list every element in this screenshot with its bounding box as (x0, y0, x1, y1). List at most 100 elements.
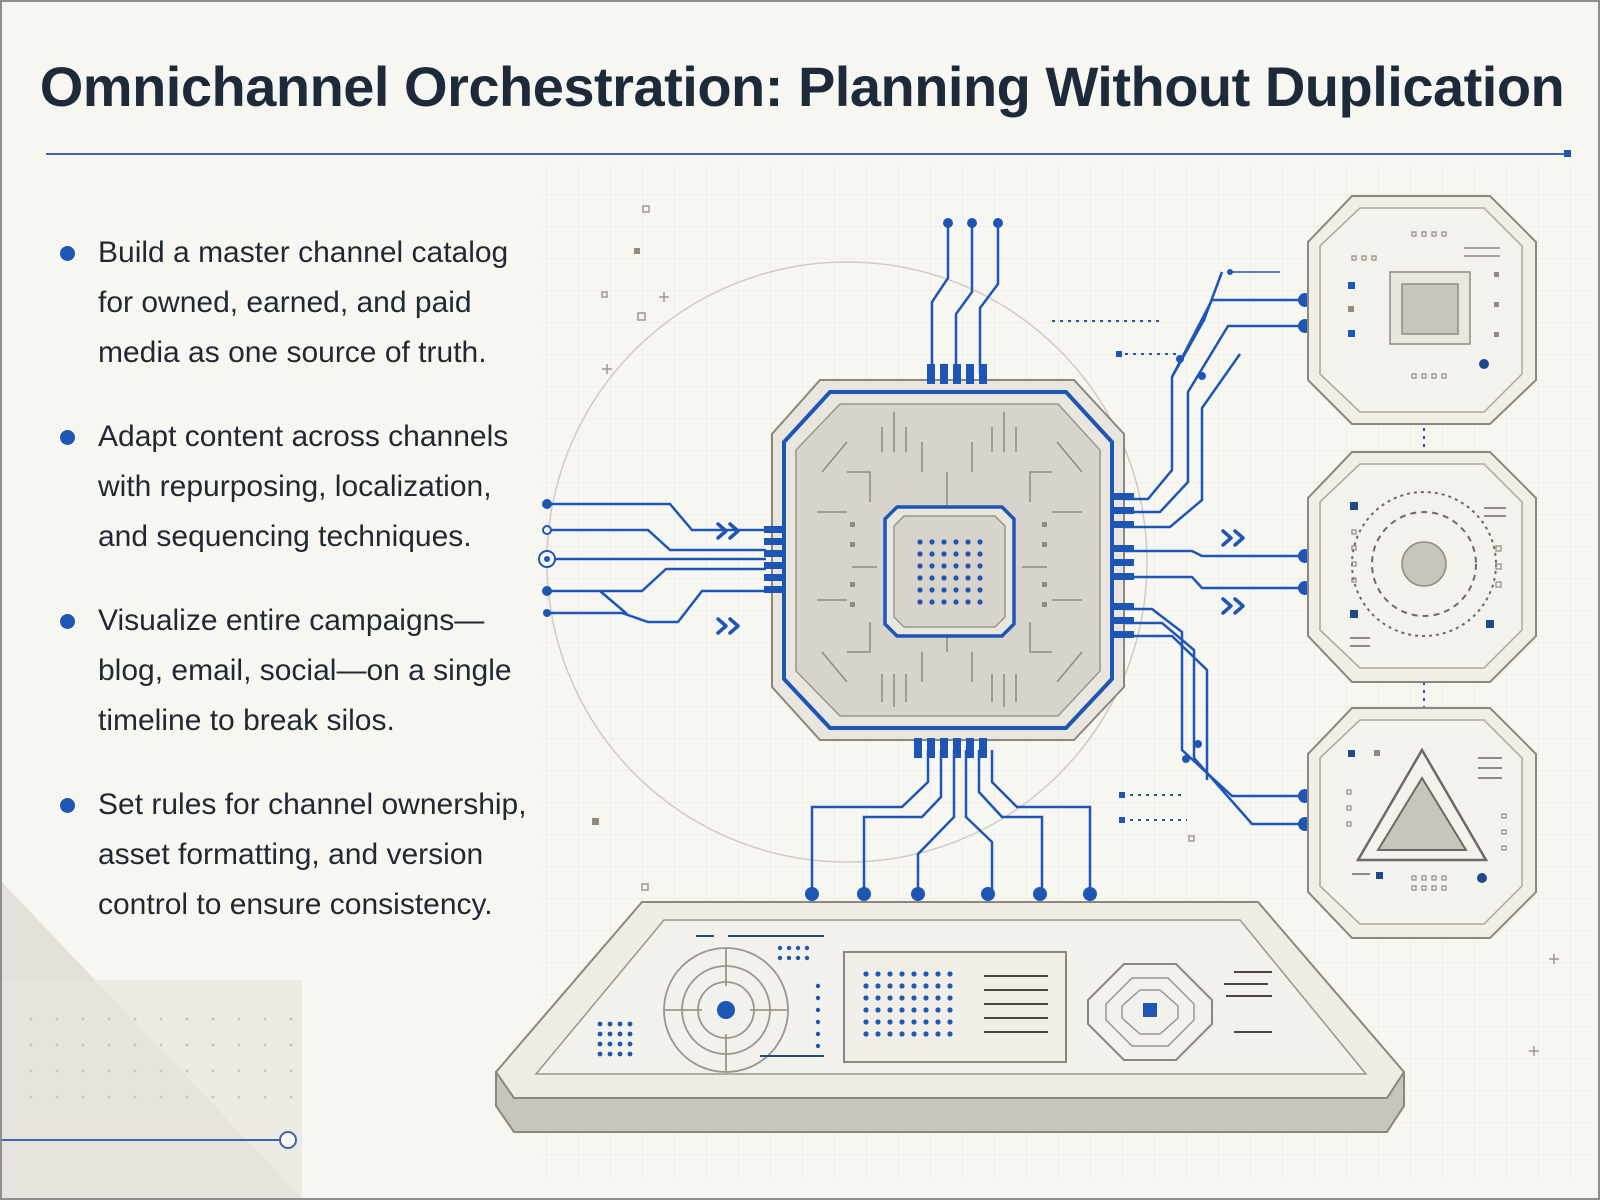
decor-dot (617, 1021, 623, 1027)
decor-dot (911, 971, 917, 977)
chip-pin (966, 364, 974, 384)
decor-dot (917, 551, 923, 557)
bullet-text: Set rules for channel ownership, asset f… (98, 788, 527, 921)
circle-module-icon (1307, 451, 1537, 683)
decor-dot (935, 995, 941, 1001)
decor-dot (875, 971, 881, 977)
decor-dot (977, 551, 983, 557)
decor-dot (607, 1051, 613, 1057)
decor-dot (617, 1041, 623, 1047)
double-chevron-icon (716, 522, 1245, 635)
decor-dot (941, 587, 947, 593)
decor-dot (597, 1031, 603, 1037)
bullet-dot-icon (60, 246, 75, 261)
decor-dot (941, 575, 947, 581)
chip-pin (927, 364, 935, 384)
decor-dot (947, 971, 953, 977)
decor-dot (935, 1019, 941, 1025)
decor-dot (929, 539, 935, 545)
decor-dot (917, 599, 923, 605)
decor-dot (815, 995, 821, 1001)
decor-dot (863, 983, 869, 989)
bullet-item: Visualize entire campaigns—blog, email, … (58, 596, 528, 746)
bullet-list: Build a master channel catalog for owned… (58, 228, 528, 964)
decor-dot (899, 995, 905, 1001)
decor-dot (923, 1019, 929, 1025)
decor-dot (965, 551, 971, 557)
decor-dot (953, 575, 959, 581)
decor-dot (627, 1021, 633, 1027)
decor-dot (875, 995, 881, 1001)
decor-dot (899, 1007, 905, 1013)
decor-dot (607, 1041, 613, 1047)
decor-dot (786, 955, 792, 961)
right-output-traces (1124, 271, 1305, 826)
decor-dot (947, 983, 953, 989)
decor-dot (965, 575, 971, 581)
decor-dot (627, 1031, 633, 1037)
chip-pin (1112, 631, 1134, 638)
corner-dot-grid (28, 1006, 298, 1116)
decor-dot (627, 1041, 633, 1047)
octagon-emblem-icon (1087, 963, 1213, 1061)
bullet-item: Build a master channel catalog for owned… (58, 228, 528, 378)
bullet-text: Visualize entire campaigns—blog, email, … (98, 604, 512, 737)
decor-dot (875, 983, 881, 989)
decor-dot (863, 1019, 869, 1025)
decor-dot (947, 1007, 953, 1013)
left-input-nodes (542, 499, 552, 617)
left-input-traces (547, 502, 766, 624)
title-rule-end (1564, 150, 1571, 157)
decor-dot (786, 945, 792, 951)
corner-line-node (279, 1131, 297, 1149)
decor-dot (911, 1007, 917, 1013)
decor-dot (917, 587, 923, 593)
decor-dot (815, 1007, 821, 1013)
central-processor-chip-icon (764, 364, 1134, 758)
decor-dot (863, 1007, 869, 1013)
decor-dot (977, 539, 983, 545)
decor-dot (929, 575, 935, 581)
chip-pin (953, 738, 961, 758)
decor-dot (863, 971, 869, 977)
decor-dot (917, 575, 923, 581)
decor-dot (935, 1031, 941, 1037)
chip-pin (764, 562, 784, 569)
decor-dot (965, 563, 971, 569)
chip-pin (764, 526, 784, 533)
chip-pin (940, 364, 948, 384)
decor-dot (947, 995, 953, 1001)
decor-dot (887, 971, 893, 977)
decor-dot (977, 587, 983, 593)
decor-dot (953, 599, 959, 605)
chip-pin (1112, 573, 1134, 580)
decor-dot (627, 1051, 633, 1057)
decor-dot (935, 1007, 941, 1013)
decor-dot (887, 1019, 893, 1025)
decor-dot (607, 1031, 613, 1037)
decor-dot (935, 971, 941, 977)
chip-pin (1112, 559, 1134, 566)
decor-dot (607, 1021, 613, 1027)
decor-dot (875, 1031, 881, 1037)
decor-dot (597, 1051, 603, 1057)
decor-dot (917, 563, 923, 569)
decor-dot (899, 983, 905, 989)
decor-dot (929, 587, 935, 593)
chip-pin (1112, 603, 1134, 610)
decor-dot (863, 995, 869, 1001)
chip-pin (940, 738, 948, 758)
decor-dot (815, 983, 821, 989)
decor-dot (941, 599, 947, 605)
decor-dot (965, 599, 971, 605)
chip-pin (764, 574, 784, 581)
decor-dot (941, 551, 947, 557)
decor-dot (923, 971, 929, 977)
decor-dot (777, 945, 783, 951)
target-dial-icon (663, 947, 789, 1073)
decor-dot (795, 955, 801, 961)
chip-pin (966, 738, 974, 758)
bottom-traces (810, 750, 1092, 894)
decor-dot (795, 945, 801, 951)
